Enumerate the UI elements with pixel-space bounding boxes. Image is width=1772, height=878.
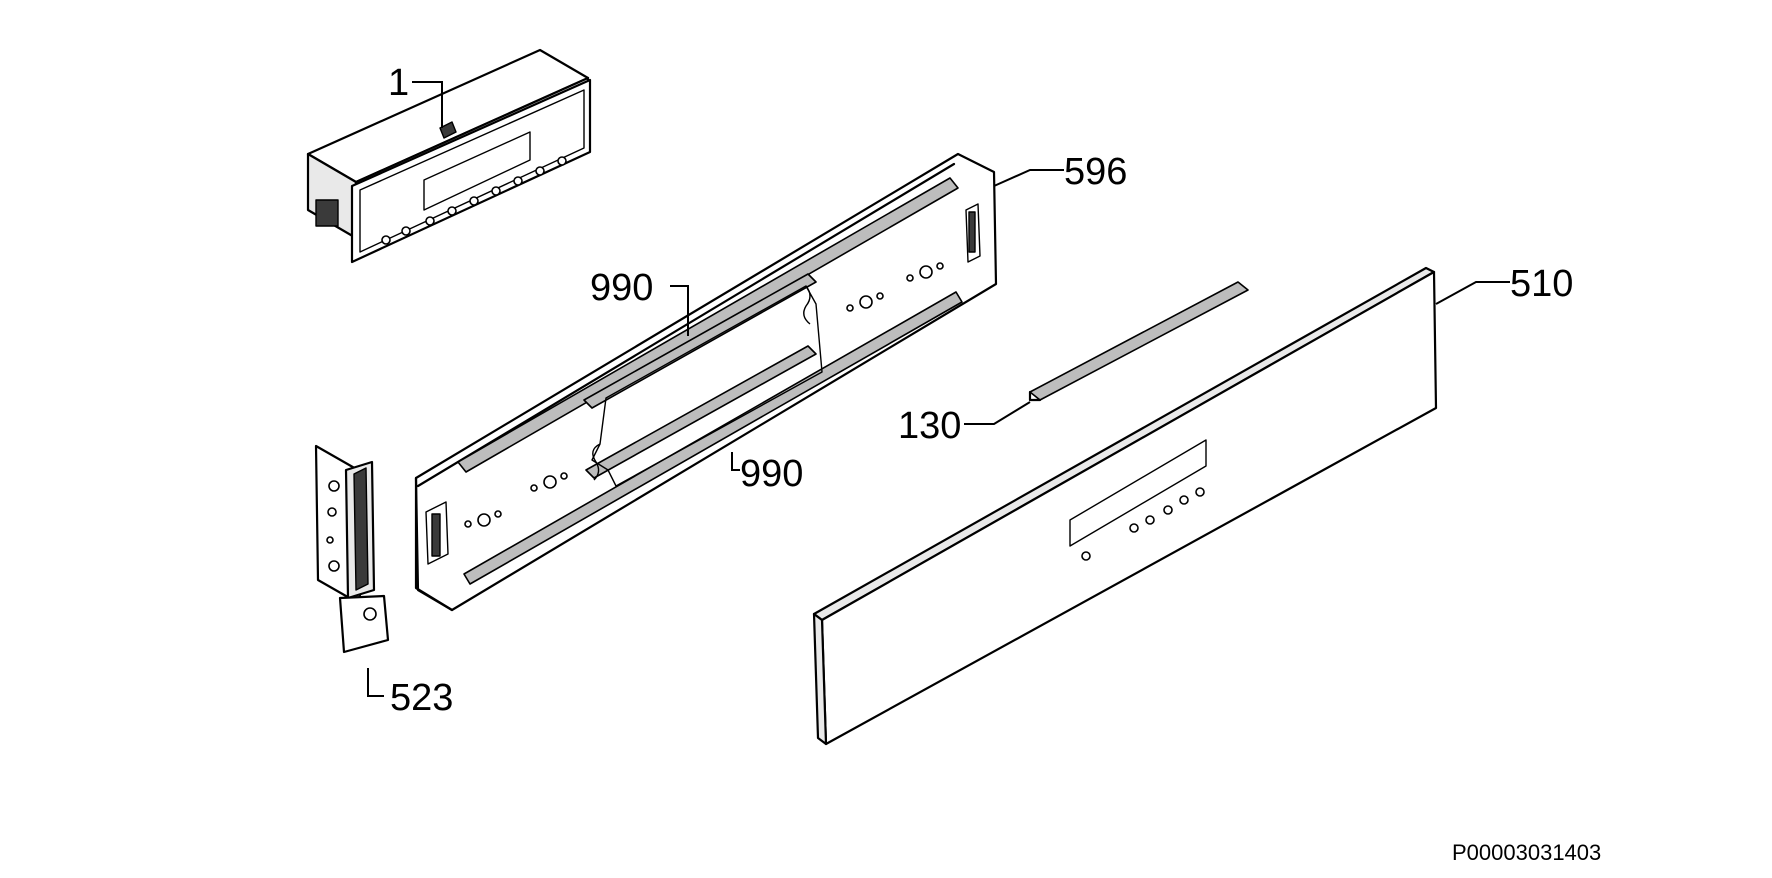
label-part-130: 130 <box>898 405 961 447</box>
label-part-1: 1 <box>388 62 409 104</box>
part-130-seal-strip <box>1028 281 1249 402</box>
leader-part-510 <box>1435 281 1510 305</box>
leader-part-990-top <box>670 285 689 336</box>
label-part-523: 523 <box>390 677 453 719</box>
leader-part-523 <box>367 668 384 697</box>
part-1-control-module <box>306 48 592 264</box>
label-part-990-top: 990 <box>590 267 653 309</box>
document-id: P00003031403 <box>1452 840 1601 865</box>
part-510-front-panel <box>812 266 1438 746</box>
part-596-mounting-frame <box>414 152 998 612</box>
label-part-596: 596 <box>1064 151 1127 193</box>
label-part-990-bottom: 990 <box>740 453 803 495</box>
leader-part-596 <box>993 169 1064 187</box>
leader-part-1 <box>412 81 443 128</box>
leader-part-130 <box>964 401 1031 425</box>
label-part-510: 510 <box>1510 263 1573 305</box>
leader-part-990-bottom <box>731 452 740 471</box>
part-523-side-bracket <box>314 444 390 654</box>
